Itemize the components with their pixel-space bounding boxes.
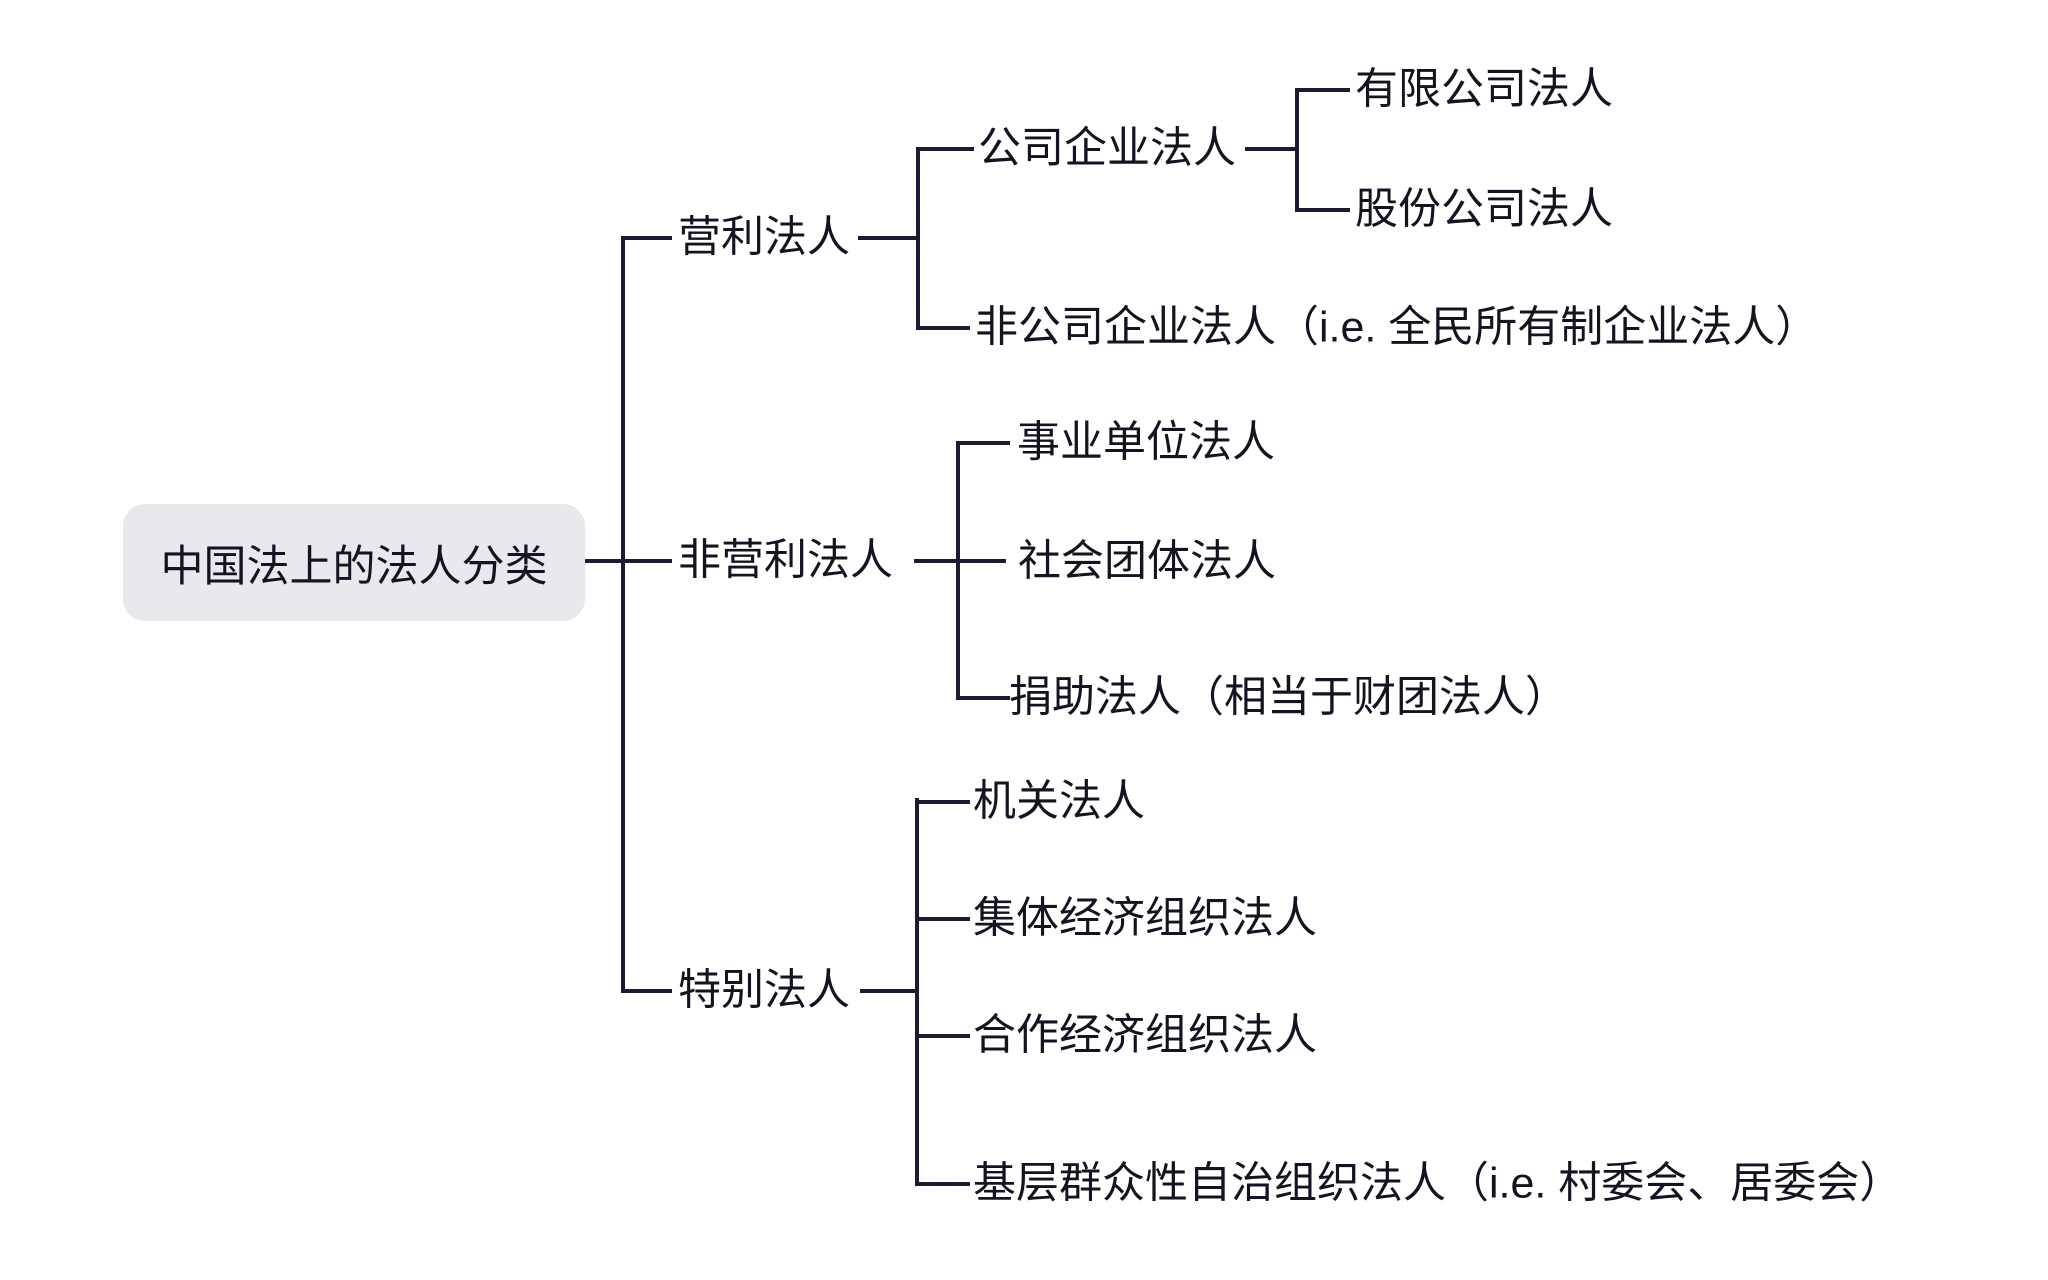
- connector-company-left-stub: [916, 147, 974, 151]
- connector-donative-stub: [956, 696, 1010, 700]
- connector-company-right-stub: [1245, 147, 1299, 151]
- connector-institution-stub: [956, 441, 1010, 445]
- connector-limited-stub: [1295, 88, 1350, 92]
- connector-nonprofit-trunk: [956, 441, 960, 700]
- node-social-organization: 社会团体法人: [1018, 537, 1276, 586]
- node-collective-economic: 集体经济组织法人: [973, 894, 1317, 943]
- node-nonprofit: 非营利法人: [678, 536, 893, 585]
- connector-organ-stub: [915, 800, 970, 804]
- node-company-enterprise: 公司企业法人: [978, 124, 1236, 173]
- connector-profit-right-stub: [858, 236, 920, 240]
- node-grassroots-autonomous: 基层群众性自治组织法人（i.e. 村委会、居委会）: [973, 1159, 1903, 1208]
- node-organ: 机关法人: [973, 777, 1145, 826]
- node-root: 中国法上的法人分类: [123, 504, 585, 621]
- connector-root-stub: [585, 559, 672, 563]
- node-special: 特别法人: [678, 966, 850, 1015]
- node-profit: 营利法人: [678, 213, 850, 262]
- node-root-label: 中国法上的法人分类: [160, 542, 548, 591]
- connector-noncompany-stub: [916, 326, 970, 330]
- connector-collective-stub: [915, 917, 970, 921]
- node-donative: 捐助法人（相当于财团法人）: [1009, 673, 1568, 722]
- connector-grassroots-stub: [915, 1182, 970, 1186]
- connector-cooperative-stub: [915, 1034, 970, 1038]
- connector-special-left-stub: [621, 989, 672, 993]
- connector-special-right-stub: [860, 989, 919, 993]
- connector-stock-stub: [1295, 208, 1350, 212]
- node-limited-company: 有限公司法人: [1355, 65, 1613, 114]
- node-stock-company: 股份公司法人: [1355, 185, 1613, 234]
- node-cooperative-economic: 合作经济组织法人: [973, 1011, 1317, 1060]
- connector-main-trunk: [621, 236, 625, 993]
- node-non-company-enterprise: 非公司企业法人（i.e. 全民所有制企业法人）: [975, 303, 1819, 352]
- connector-nonprofit-cross-stub: [914, 559, 1006, 563]
- connector-profit-left-stub: [621, 236, 672, 240]
- node-public-institution: 事业单位法人: [1017, 418, 1275, 467]
